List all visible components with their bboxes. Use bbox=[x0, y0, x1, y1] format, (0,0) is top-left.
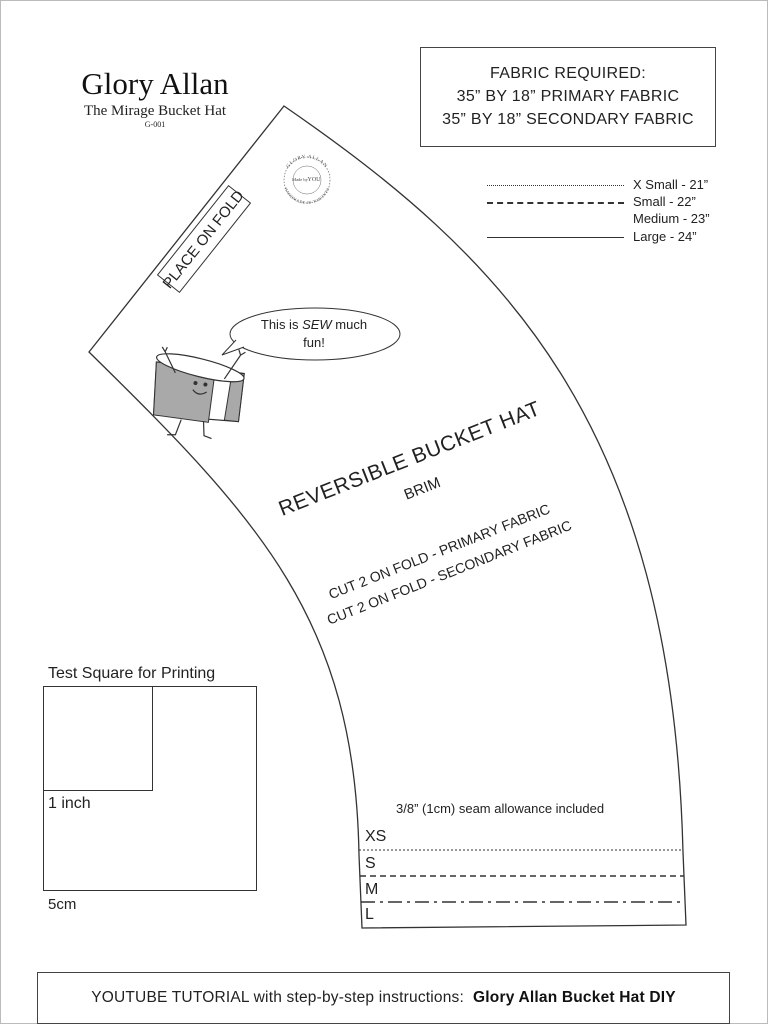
brand-name: Glory Allan bbox=[81, 66, 229, 101]
speech-line-1: This is SEW much bbox=[261, 317, 367, 332]
size-mark-m: M bbox=[365, 881, 379, 898]
test-square-1inch bbox=[43, 686, 153, 791]
size-mark-l: L bbox=[365, 906, 374, 923]
stamp-center-1: Made by bbox=[292, 177, 309, 182]
legend-label: Large - 24” bbox=[633, 229, 697, 244]
place-on-fold-label bbox=[156, 184, 252, 294]
pattern-code: G-001 bbox=[144, 120, 166, 129]
test-square-caption: Test Square for Printing bbox=[48, 665, 216, 682]
stamp-center-2: YOU bbox=[308, 177, 322, 183]
stamp-ring-top: GLORY ALLAN bbox=[286, 155, 328, 169]
speech-line-2: fun! bbox=[303, 335, 325, 350]
tutorial-title: Glory Allan Bucket Hat DIY bbox=[473, 989, 676, 1006]
legend-label: X Small - 21” bbox=[633, 177, 709, 192]
fabric-required-box: FABRIC REQUIRED: 35” BY 18” PRIMARY FABR… bbox=[420, 47, 716, 147]
fabric-secondary: 35” BY 18” SECONDARY FABRIC bbox=[442, 111, 694, 128]
dotted-line-swatch bbox=[487, 185, 624, 186]
brand-subtitle: The Mirage Bucket Hat bbox=[83, 103, 227, 119]
solid-line-swatch bbox=[487, 237, 624, 238]
legend-label: Small - 22” bbox=[633, 194, 696, 209]
speech-bubble bbox=[221, 307, 401, 361]
stamp-ring-bottom: HANDMADE IN TORONTO bbox=[284, 187, 331, 205]
brand-header: Glory Allan The Mirage Bucket Hat G-001 bbox=[60, 66, 250, 130]
seam-allowance-note: 3/8” (1cm) seam allowance included bbox=[396, 801, 605, 816]
youtube-tutorial-footer: YOUTUBE TUTORIAL with step-by-step instr… bbox=[37, 972, 730, 1024]
size-mark-s: S bbox=[365, 855, 376, 872]
hat-mascot-icon bbox=[152, 346, 246, 440]
size-mark-xs: XS bbox=[365, 828, 387, 845]
brim-outline bbox=[88, 105, 687, 929]
stamp-logo bbox=[283, 156, 331, 204]
fabric-heading: FABRIC REQUIRED: bbox=[490, 65, 646, 82]
pattern-piece-name: BRIM bbox=[402, 474, 443, 504]
dashed-line-swatch bbox=[487, 202, 624, 204]
footer-text: YOUTUBE TUTORIAL with step-by-step instr… bbox=[91, 989, 465, 1006]
fabric-primary: 35” BY 18” PRIMARY FABRIC bbox=[456, 88, 680, 105]
place-on-fold-text: PLACE ON FOLD bbox=[160, 187, 248, 292]
legend-label: Medium - 23” bbox=[633, 211, 710, 226]
test-square-1inch-label: 1 inch bbox=[48, 795, 91, 812]
test-square-5cm-label: 5cm bbox=[48, 896, 77, 913]
